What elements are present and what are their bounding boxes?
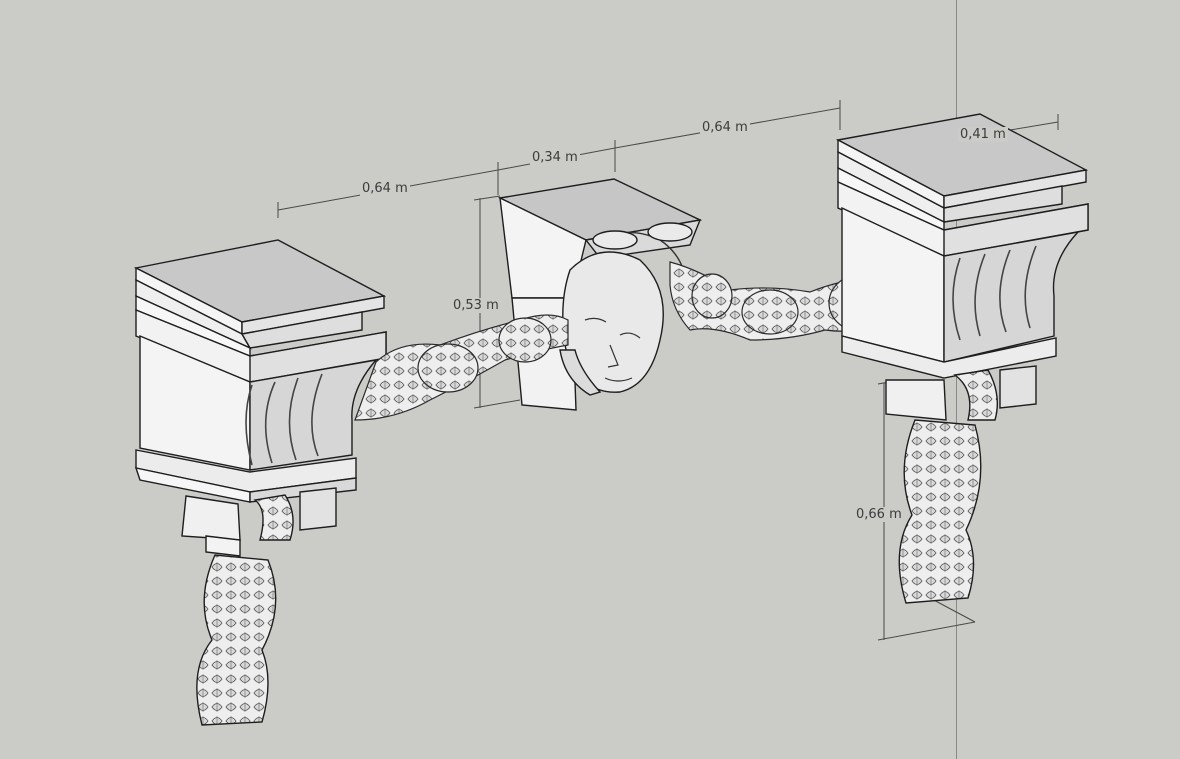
dimension-label-bracket-depth: 0,41 m <box>958 127 1008 142</box>
dimension-label-left-span: 0,64 m <box>360 181 410 196</box>
dimension-label-keystone-width: 0,34 m <box>530 150 580 165</box>
dimension-label-right-span: 0,64 m <box>700 120 750 135</box>
green-axis-line <box>956 0 957 759</box>
right-corbel-bracket[interactable] <box>835 113 1089 604</box>
left-corbel-bracket[interactable] <box>133 239 387 726</box>
keystone-with-mask[interactable] <box>497 178 703 411</box>
dimension-label-keystone-height: 0,53 m <box>451 298 501 313</box>
dimension-label-bracket-height: 0,66 m <box>854 507 904 522</box>
